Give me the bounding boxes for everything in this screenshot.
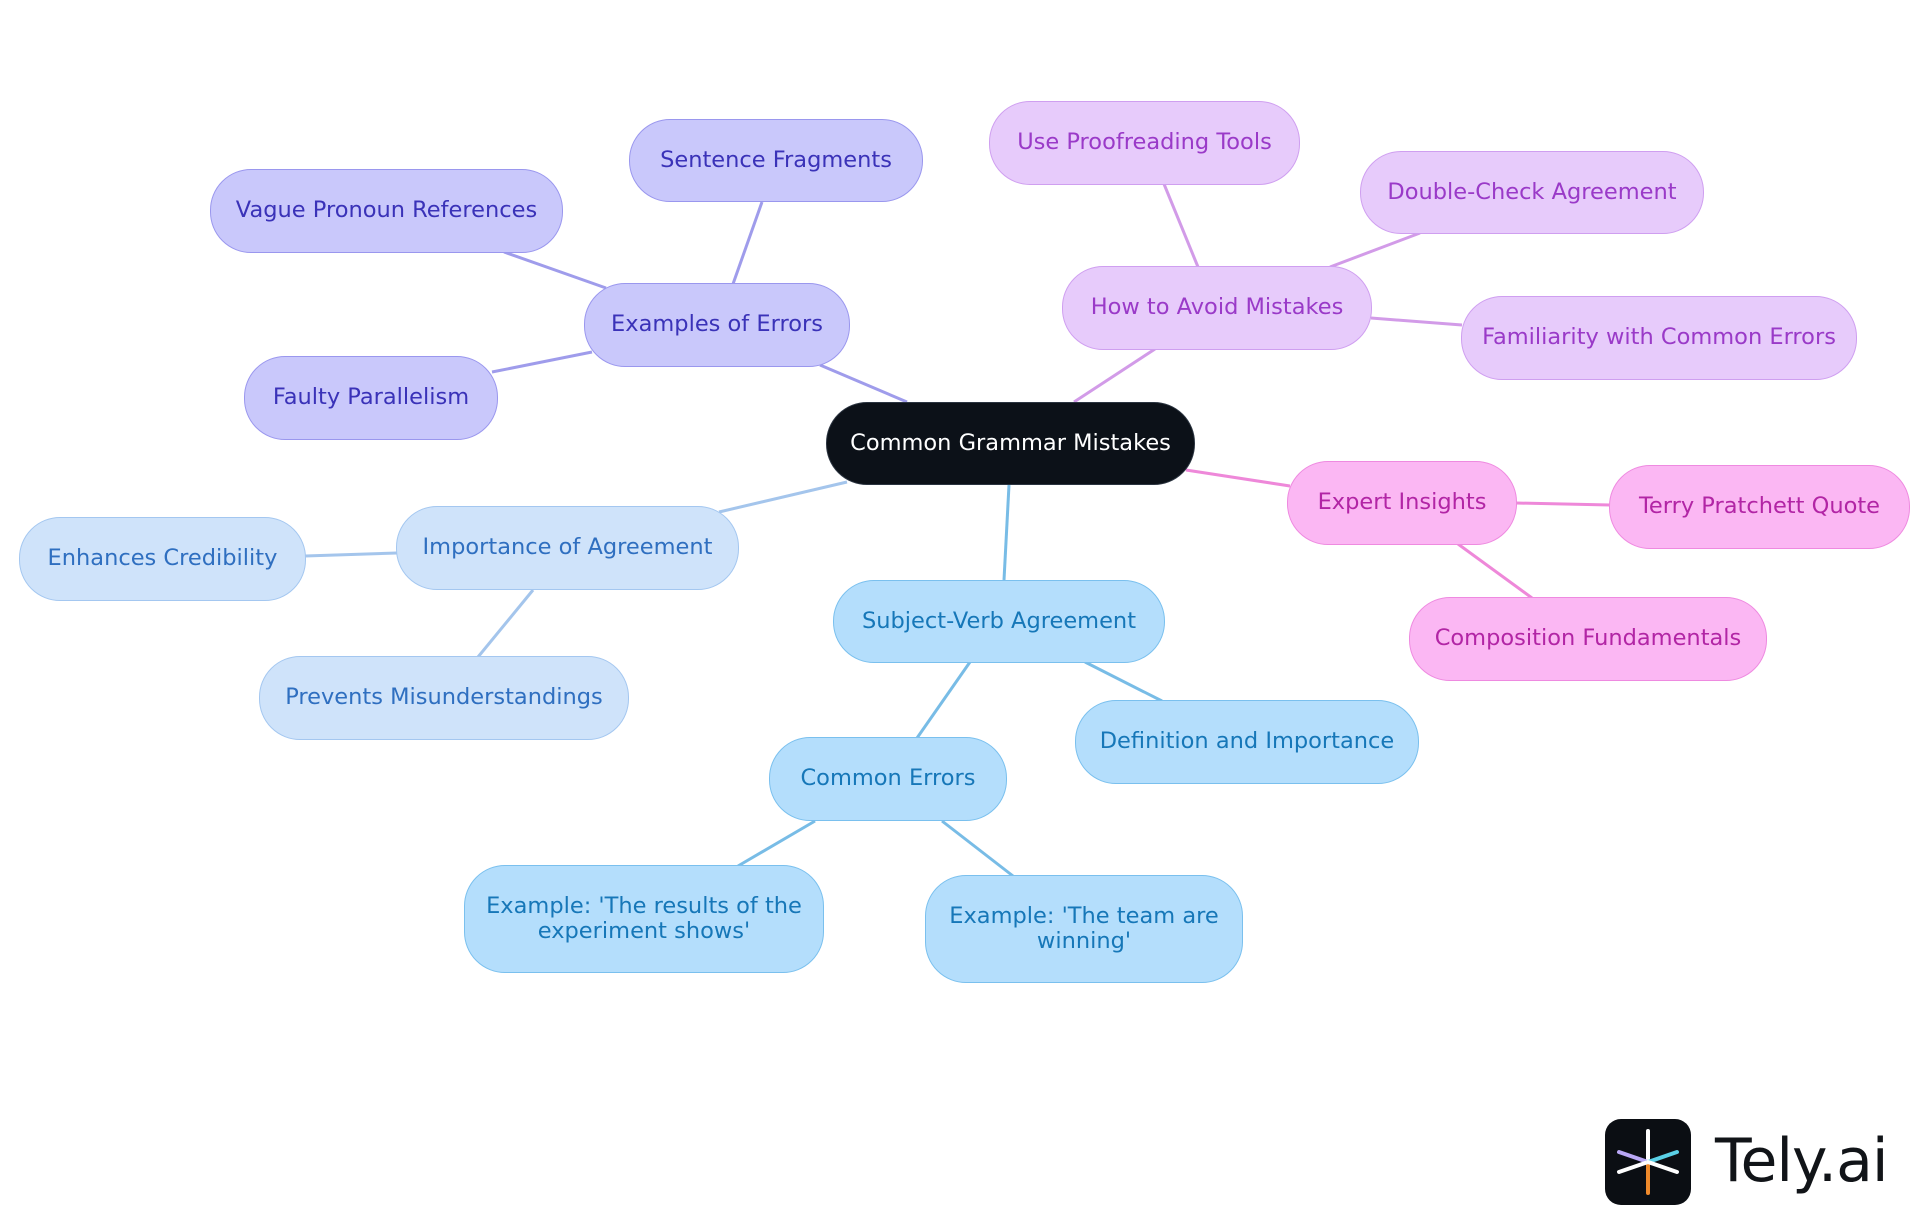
leaf-node-example-results-shows[interactable]: Example: 'The results of the experiment …: [464, 865, 824, 973]
branch-node-how-to-avoid-mistakes[interactable]: How to Avoid Mistakes: [1062, 266, 1372, 350]
edge-root-avoid: [1073, 347, 1156, 404]
edge-commonerr-ex1: [737, 819, 816, 868]
branch-node-label: Subject-Verb Agreement: [861, 607, 1137, 634]
leaf-node-label: Sentence Fragments: [660, 146, 892, 173]
brand-logo: Tely.ai: [1605, 1119, 1895, 1207]
edge-examples-vague: [503, 250, 607, 290]
root-node-label: Common Grammar Mistakes: [850, 429, 1171, 456]
edge-examples-faulty: [491, 350, 593, 374]
branch-node-label: Examples of Errors: [611, 311, 823, 338]
leaf-node-label: Definition and Importance: [1099, 728, 1395, 755]
branch-node-importance-of-agreement[interactable]: Importance of Agreement: [396, 506, 739, 590]
leaf-node-label: Prevents Misunderstandings: [285, 684, 603, 711]
leaf-node-sentence-fragments[interactable]: Sentence Fragments: [629, 119, 923, 202]
leaf-node-label: Enhances Credibility: [47, 545, 278, 572]
sub-branch-node-common-errors[interactable]: Common Errors: [769, 737, 1007, 821]
leaf-node-faulty-parallelism[interactable]: Faulty Parallelism: [244, 356, 498, 440]
branch-node-label: Importance of Agreement: [422, 534, 713, 561]
edge-commonerr-ex2: [941, 819, 1014, 878]
leaf-node-label: Example: 'The results of the experiment …: [486, 892, 802, 944]
leaf-node-definition-and-importance[interactable]: Definition and Importance: [1075, 700, 1419, 784]
leaf-node-label: Terry Pratchett Quote: [1638, 493, 1881, 520]
branch-node-label: How to Avoid Mistakes: [1090, 294, 1344, 321]
leaf-node-composition-fundamentals[interactable]: Composition Fundamentals: [1409, 597, 1767, 681]
edge-expert-compfund: [1457, 542, 1533, 600]
root-node[interactable]: Common Grammar Mistakes: [826, 402, 1195, 485]
branch-node-subject-verb-agreement[interactable]: Subject-Verb Agreement: [833, 580, 1165, 663]
edge-root-importance: [718, 480, 848, 514]
tely-asterisk-icon: [1605, 1119, 1691, 1205]
edge-sva-definition: [1084, 660, 1163, 703]
sub-branch-node-label: Common Errors: [800, 765, 976, 792]
leaf-node-label: Composition Fundamentals: [1434, 625, 1742, 652]
leaf-node-label: Example: 'The team are winning': [949, 902, 1219, 954]
leaf-node-double-check-agreement[interactable]: Double-Check Agreement: [1360, 151, 1704, 234]
leaf-node-use-proofreading-tools[interactable]: Use Proofreading Tools: [989, 101, 1300, 185]
edge-avoid-doublecheck: [1329, 231, 1421, 269]
edge-root-expert: [1185, 468, 1291, 488]
leaf-node-prevents-misunderstandings[interactable]: Prevents Misunderstandings: [259, 656, 629, 740]
leaf-node-terry-pratchett-quote[interactable]: Terry Pratchett Quote: [1609, 465, 1910, 549]
edge-root-examples: [819, 363, 908, 404]
edge-expert-pratchett: [1515, 501, 1611, 507]
edge-importance-credibility: [304, 551, 398, 558]
leaf-node-label: Double-Check Agreement: [1387, 178, 1677, 205]
edge-root-sva: [1002, 484, 1011, 581]
leaf-node-label: Faulty Parallelism: [272, 384, 470, 411]
branch-node-label: Expert Insights: [1317, 489, 1487, 516]
leaf-node-vague-pronoun-references[interactable]: Vague Pronoun References: [210, 169, 563, 253]
edge-importance-prevents: [476, 589, 535, 658]
edge-avoid-familiar: [1370, 316, 1463, 327]
edge-examples-fragments: [731, 201, 764, 285]
leaf-node-label: Use Proofreading Tools: [1017, 129, 1272, 156]
leaf-node-example-team-are-winning[interactable]: Example: 'The team are winning': [925, 875, 1243, 983]
branch-node-examples-of-errors[interactable]: Examples of Errors: [584, 283, 850, 367]
edge-avoid-proofread: [1162, 183, 1200, 268]
leaf-node-enhances-credibility[interactable]: Enhances Credibility: [19, 517, 306, 601]
leaf-node-familiarity-with-common-errors[interactable]: Familiarity with Common Errors: [1461, 296, 1857, 380]
brand-name: Tely.ai: [1715, 1126, 1889, 1196]
edge-sva-commonerr: [915, 661, 972, 739]
branch-node-expert-insights[interactable]: Expert Insights: [1287, 461, 1517, 545]
leaf-node-label: Familiarity with Common Errors: [1482, 324, 1836, 351]
leaf-node-label: Vague Pronoun References: [235, 197, 538, 224]
